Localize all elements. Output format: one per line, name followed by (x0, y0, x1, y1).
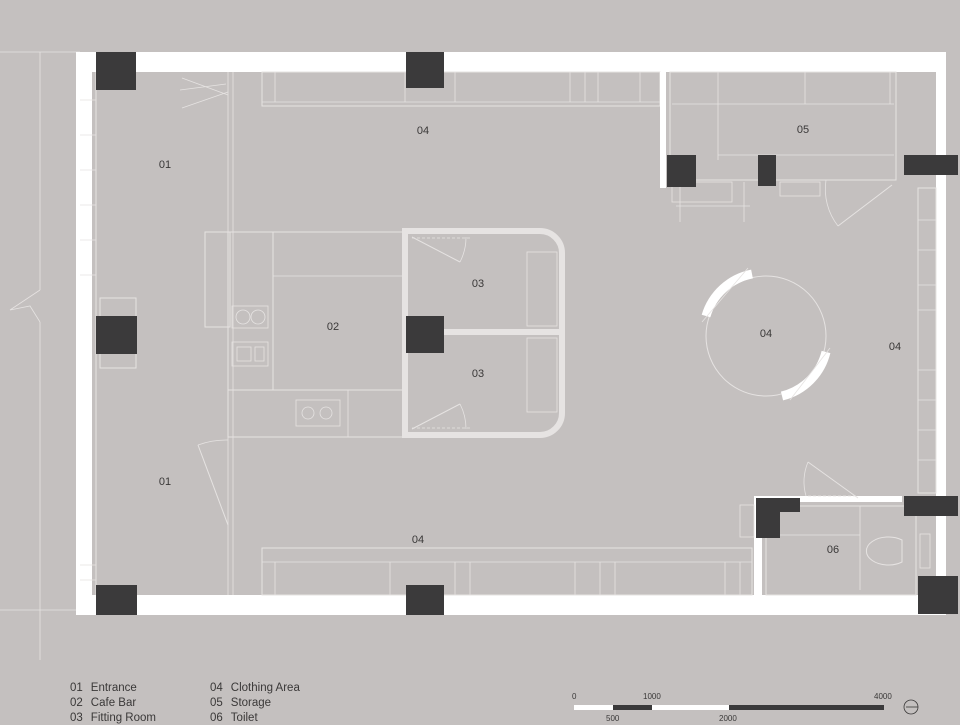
fitting-door-bottom (411, 403, 467, 430)
column (406, 316, 444, 353)
label-storage: 05 (797, 124, 809, 136)
stove-icon (295, 399, 341, 427)
column (667, 155, 696, 187)
bottom-shelving (261, 547, 753, 596)
exterior-walls (76, 52, 946, 615)
label-clothing-center: 04 (760, 328, 772, 340)
label-toilet: 06 (827, 544, 839, 556)
fitting-rooms (402, 228, 565, 438)
column (96, 585, 137, 615)
coffee-machine-icon (231, 341, 269, 367)
scale-label: 1000 (643, 692, 661, 701)
label-fitting-room-bottom: 03 (472, 368, 484, 380)
column (96, 316, 137, 354)
toilet-room (739, 461, 931, 596)
scale-label: 2000 (719, 714, 737, 723)
label-entrance-top: 01 (159, 159, 171, 171)
structural-columns (96, 52, 958, 615)
round-display-rack (701, 267, 831, 401)
label-entrance-bottom: 01 (159, 476, 171, 488)
column (756, 498, 800, 538)
column (406, 585, 444, 615)
label-fitting-room-top: 03 (472, 278, 484, 290)
label-clothing-right: 04 (889, 341, 901, 353)
label-cafe-bar: 02 (327, 321, 339, 333)
scale-label: 500 (606, 714, 620, 723)
scale-bar: 0 1000 4000 500 2000 (572, 692, 892, 723)
column (918, 576, 958, 614)
column (406, 52, 444, 88)
column (904, 155, 958, 175)
column (758, 155, 776, 186)
sink-icon (231, 305, 269, 329)
storage-room (660, 71, 897, 227)
door-thresholds (412, 179, 892, 497)
scale-label: 0 (572, 692, 577, 701)
label-clothing-bottom: 04 (412, 534, 424, 546)
label-clothing-top: 04 (417, 125, 429, 137)
toilet-icon (865, 533, 931, 569)
entrance-partition (179, 72, 234, 595)
top-shelving (261, 71, 661, 107)
fitting-door-top (411, 236, 467, 263)
cafe-bar-counter (204, 231, 404, 438)
column (904, 496, 958, 516)
column (96, 52, 136, 90)
north-arrow-icon (903, 699, 919, 715)
site-boundary (0, 51, 80, 660)
scale-label: 4000 (874, 692, 892, 701)
right-shelving (917, 187, 937, 494)
room-labels: 01 01 02 03 03 04 04 04 04 05 06 (159, 124, 901, 556)
